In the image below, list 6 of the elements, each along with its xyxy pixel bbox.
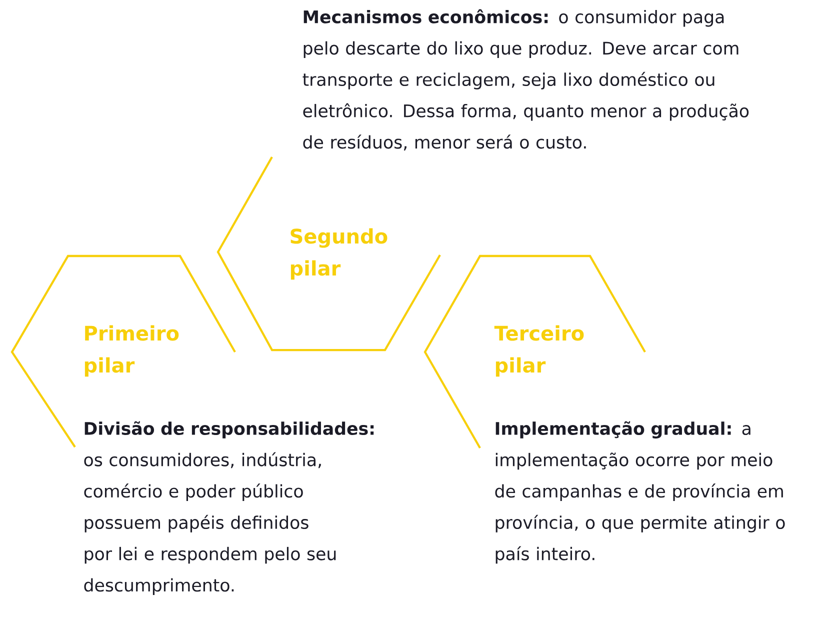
pillar-title: Segundo pilar	[290, 228, 388, 280]
pillar-description: Divisão de responsabilidades: os consumidores, indústria, comércio e poder público possuem papéis definidos por lei e respondem pelo seu descumprimento.	[84, 421, 374, 596]
pillar-description: Mecanismos econômicos: o consumidor paga pelo descarte do lixo que produz. Deve arcar com transporte e reciclagem, seja lixo doméstico ou eletrônico. Dessa forma, quanto menor a produção de resíduos, menor será o custo.	[302, 9, 749, 150]
pillar-description: Implementação gradual: a implementação ocorre por meio de campanhas e de província em província, o que permite atingir o país inteiro.	[495, 421, 785, 564]
pillar-title: Terceiro pilar	[494, 325, 584, 377]
pillar-title: Primeiro pilar	[84, 325, 179, 377]
